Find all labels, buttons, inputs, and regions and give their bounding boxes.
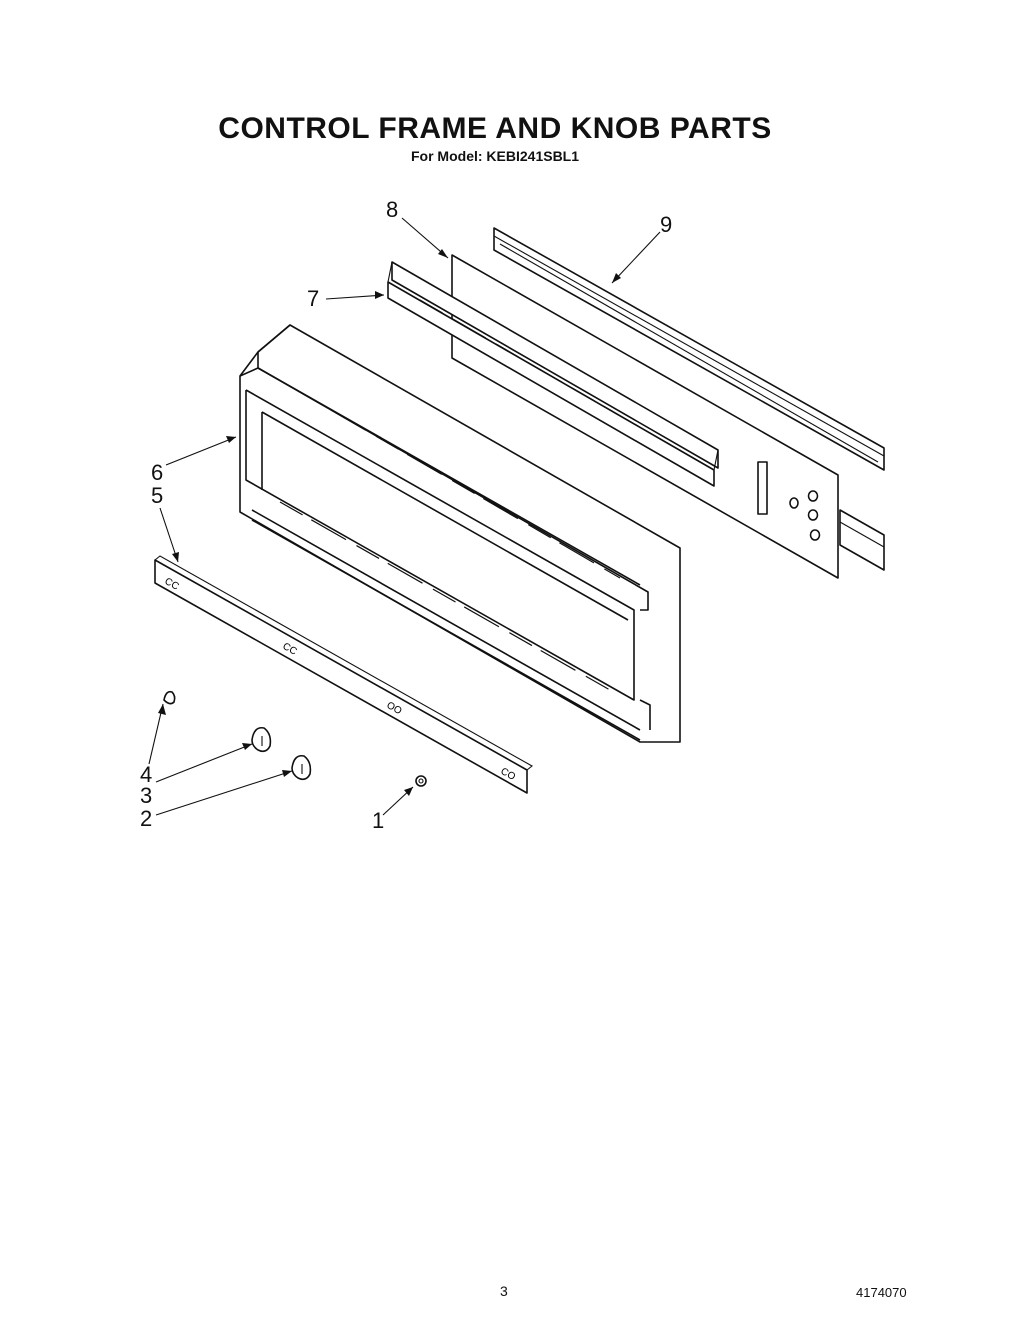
leader-lines: [148, 217, 661, 816]
callout-7: 7: [307, 286, 319, 311]
model-subtitle: For Model: KEBI241SBL1: [410, 148, 580, 164]
document-number: 4174070: [856, 1285, 907, 1300]
part-1-screw: [415, 775, 427, 787]
callout-4: 4: [140, 762, 152, 787]
part-3-knob: [251, 726, 272, 753]
callout-8: 8: [386, 197, 398, 222]
page-number: 3: [500, 1283, 508, 1299]
page-title: CONTROL FRAME AND KNOB PARTS: [218, 112, 772, 145]
callout-5: 5: [151, 483, 163, 508]
callout-2: 2: [140, 806, 152, 831]
part-4-small-knob: [163, 690, 176, 705]
part-6-control-frame: [239, 324, 681, 743]
callout-1: 1: [372, 808, 384, 833]
callout-9: 9: [660, 212, 672, 237]
callout-3: 3: [140, 783, 152, 808]
part-2-knob: [291, 754, 312, 781]
callout-6: 6: [151, 460, 163, 485]
part-7-channel-strip: [387, 261, 719, 487]
part-5-trim-strip: [154, 555, 533, 794]
part-9-rear-rail: [493, 227, 885, 571]
